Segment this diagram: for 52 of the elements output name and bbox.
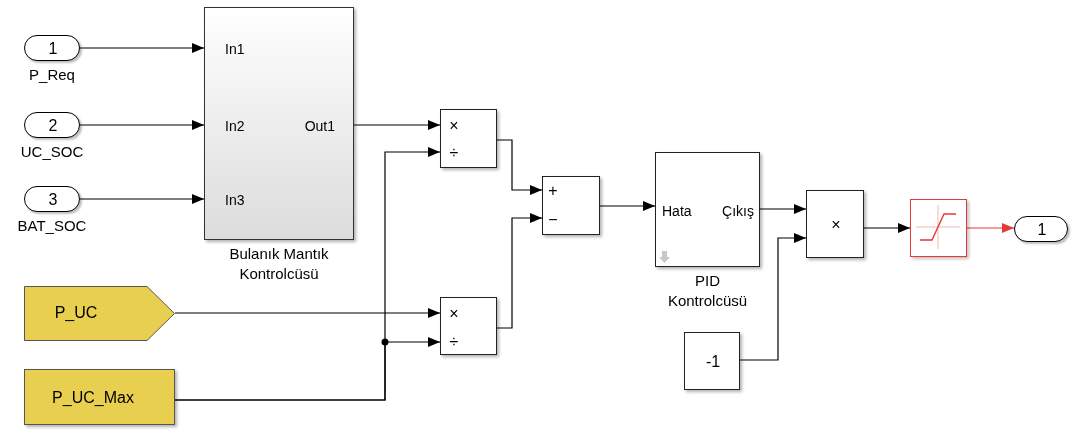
block-label: 2 — [48, 118, 58, 134]
math-block — [542, 176, 600, 235]
saturation-block — [910, 199, 967, 257]
signal-line — [599, 201, 656, 211]
block-label: -1 — [705, 354, 721, 370]
signal-line — [496, 139, 543, 195]
signal-line — [79, 120, 205, 130]
signal-line — [496, 213, 543, 329]
block-label: × — [831, 217, 841, 233]
block-label: P_UC — [54, 305, 98, 321]
block-name: Bulanık Mantık Kontrolcüsü — [228, 244, 330, 284]
signal-line — [79, 194, 205, 204]
block-label: ÷ — [449, 145, 459, 161]
block-name: UC_SOC — [19, 142, 85, 162]
block-label: − — [548, 212, 558, 228]
port-block — [24, 112, 80, 138]
port-label: In2 — [225, 119, 245, 133]
block-label: 3 — [48, 192, 58, 208]
block-label: × — [449, 118, 459, 134]
subsystem-block — [204, 7, 354, 240]
port-block — [24, 35, 80, 61]
math-block — [684, 332, 740, 390]
signal-line — [759, 204, 807, 214]
signal-tag — [24, 286, 175, 341]
block-label: P_UC_Max — [52, 390, 134, 406]
block-label: × — [449, 306, 459, 322]
controller-block — [655, 152, 760, 267]
block-name: BAT_SOC — [16, 216, 88, 236]
constant-block — [24, 369, 175, 425]
port-label: Out1 — [304, 119, 335, 133]
math-block — [440, 297, 497, 355]
block-label: ÷ — [449, 334, 459, 350]
block-label: 1 — [1037, 222, 1047, 238]
port-label: Çıkış — [722, 204, 754, 218]
signal-line — [739, 233, 807, 361]
block-name: P_Req — [28, 65, 76, 85]
signal-line — [353, 120, 441, 130]
port-label: Hata — [662, 204, 692, 218]
port-label: In1 — [225, 42, 245, 56]
port-label: In3 — [225, 193, 245, 207]
block-label: 1 — [48, 41, 58, 57]
port-block — [1014, 216, 1068, 242]
signal-line — [174, 308, 441, 318]
signal-line — [863, 223, 911, 233]
signal-line — [966, 223, 1015, 233]
port-block — [24, 186, 80, 212]
block-label: + — [548, 183, 558, 199]
block-name: PID Kontrolcüsü — [666, 271, 749, 311]
math-block — [806, 190, 864, 258]
math-block — [440, 109, 497, 168]
signal-line — [79, 43, 205, 53]
signal-line — [174, 337, 441, 401]
